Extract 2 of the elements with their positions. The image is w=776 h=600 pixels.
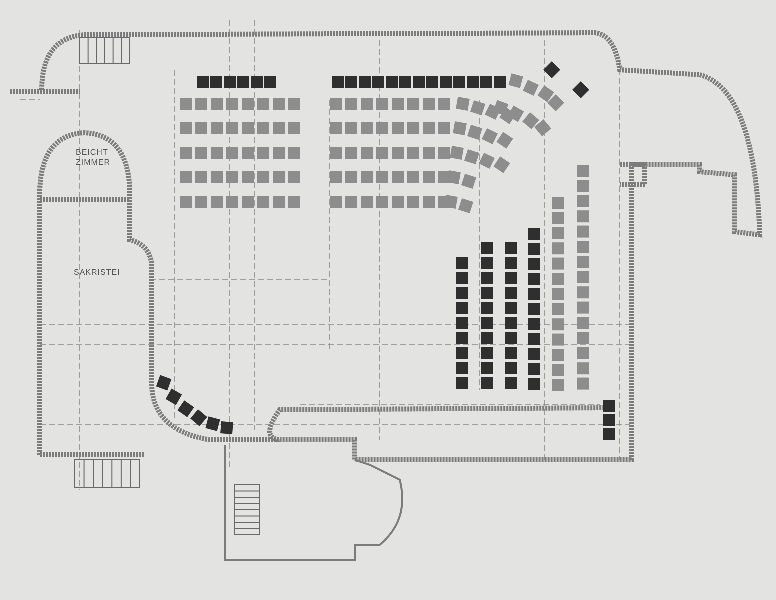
room-label: SAKRISTEI bbox=[74, 268, 122, 278]
room-label: BEICHT ZIMMER bbox=[76, 148, 112, 168]
